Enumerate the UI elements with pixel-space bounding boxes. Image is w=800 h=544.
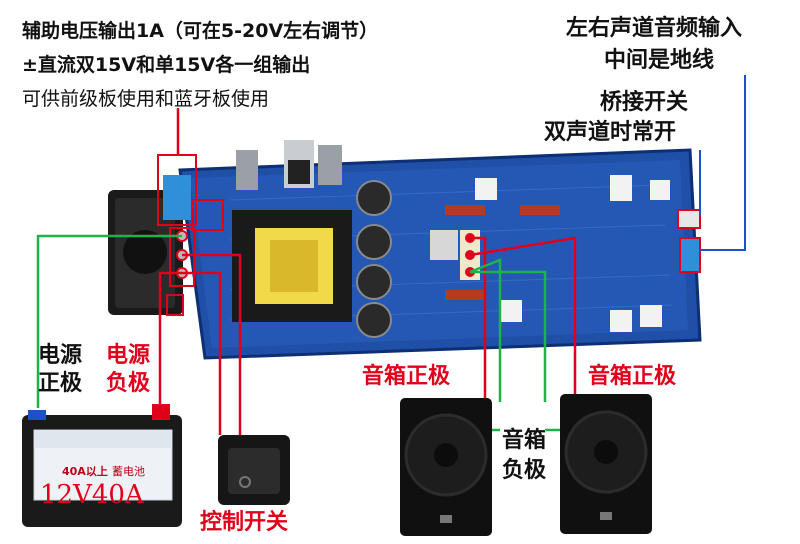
- speaker-positive-label-right: 音箱正极: [588, 364, 677, 389]
- bridge-switch: [677, 209, 701, 229]
- capacitors: [356, 180, 392, 338]
- speaker-positive-label-left: 音箱正极: [362, 364, 451, 389]
- battery-brand-text: 蓄电池: [112, 465, 145, 478]
- bridge-switch-label-line2: 双声道时常开: [544, 120, 677, 145]
- speaker-right: [560, 394, 652, 534]
- board-components: [430, 175, 670, 332]
- audio-input-connector: [679, 237, 701, 273]
- speaker-negative-label-line1: 音箱: [502, 428, 547, 453]
- red-wires: [158, 108, 577, 435]
- power-negative-label-line2: 负极: [106, 371, 151, 396]
- audio-input-label-line2: 中间是地线: [604, 48, 715, 73]
- bridge-switch-label-line1: 桥接开关: [600, 90, 689, 115]
- aux-voltage-label-line2: ±直流双15V和单15V各一组输出: [22, 54, 311, 76]
- control-switch-label: 控制开关: [200, 510, 289, 535]
- speaker-negative-label-line2: 负极: [502, 458, 547, 483]
- speaker-terminals: [460, 230, 480, 280]
- power-positive-label-line2: 正极: [38, 371, 83, 396]
- green-wires: [36, 234, 565, 432]
- power-positive-label-line1: 电源: [38, 343, 83, 368]
- audio-input-label-line1: 左右声道音频输入: [566, 16, 743, 41]
- transformer: [232, 210, 352, 322]
- battery: [22, 404, 182, 527]
- rocker-switch: [218, 435, 290, 505]
- speaker-left: [400, 398, 492, 536]
- blue-pointer-lines: [699, 75, 746, 251]
- cooling-fan: [108, 190, 183, 315]
- power-transistors: [236, 140, 342, 190]
- aux-voltage-label-line1: 辅助电压输出1A（可在5-20V左右调节）: [22, 20, 379, 42]
- power-negative-label-line1: 电源: [106, 343, 151, 368]
- aux-voltage-label-line3: 可供前级板使用和蓝牙板使用: [22, 88, 270, 110]
- battery-sticker-text: 40A以上: [62, 465, 108, 478]
- battery-voltage-label: 12V40A: [40, 480, 144, 510]
- power-terminals: [166, 227, 195, 316]
